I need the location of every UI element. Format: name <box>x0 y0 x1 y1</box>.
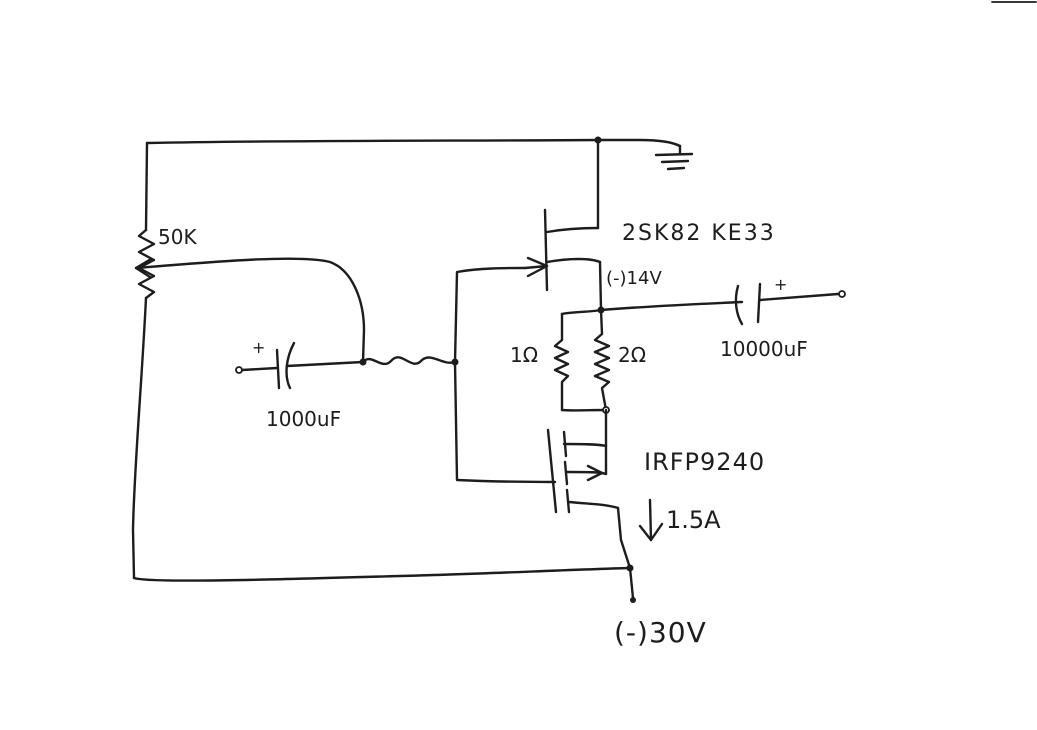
mosfet-icon <box>546 428 620 514</box>
gate-bus-lower <box>453 360 557 484</box>
mosfet-label: IRFP9240 <box>644 448 765 476</box>
gate-bus-wire <box>453 266 527 364</box>
left-wire-upper <box>144 141 149 232</box>
mosfet-source-wire <box>616 506 632 570</box>
output-wire <box>599 300 744 312</box>
capacitor-icon <box>734 282 762 326</box>
jfet-icon <box>523 208 602 292</box>
cap-out-label: 10000uF <box>720 337 808 361</box>
cap-in-wire <box>285 360 365 368</box>
v-mid-label: (-)14V <box>606 268 662 289</box>
supply-terminal <box>630 597 636 603</box>
supply-wire <box>628 566 635 600</box>
input-wire <box>240 366 279 372</box>
jfet-label: 2SK82 KE33 <box>622 221 776 246</box>
r2-label: 2Ω <box>618 343 646 367</box>
resistor-top-wire <box>560 308 603 316</box>
current-label: 1.5A <box>666 506 721 534</box>
cap-in-label: 1000uF <box>266 407 341 431</box>
r1-label: 1Ω <box>510 343 538 367</box>
cap-out-plus-label: + <box>774 275 787 294</box>
wiper-arrowhead <box>134 257 153 279</box>
arrow-down-icon <box>638 498 664 542</box>
resistor-icon <box>553 312 570 412</box>
bottom-rail-wire <box>132 566 632 582</box>
potentiometer-icon <box>137 228 156 300</box>
wiper-wire <box>134 257 366 364</box>
cap-in-plus-label: + <box>252 338 265 357</box>
output-terminal <box>838 290 846 298</box>
v-supply-label: (-)30V <box>614 616 707 649</box>
pot-label: 50K <box>158 225 197 249</box>
cap-out-wire <box>758 292 840 302</box>
left-wire-lower <box>131 296 148 580</box>
ground-icon <box>654 144 694 171</box>
jfet-source-wire <box>598 260 603 312</box>
top-rail-wire <box>145 138 682 148</box>
inductor-wire <box>361 356 457 366</box>
resistor-icon <box>593 308 611 412</box>
